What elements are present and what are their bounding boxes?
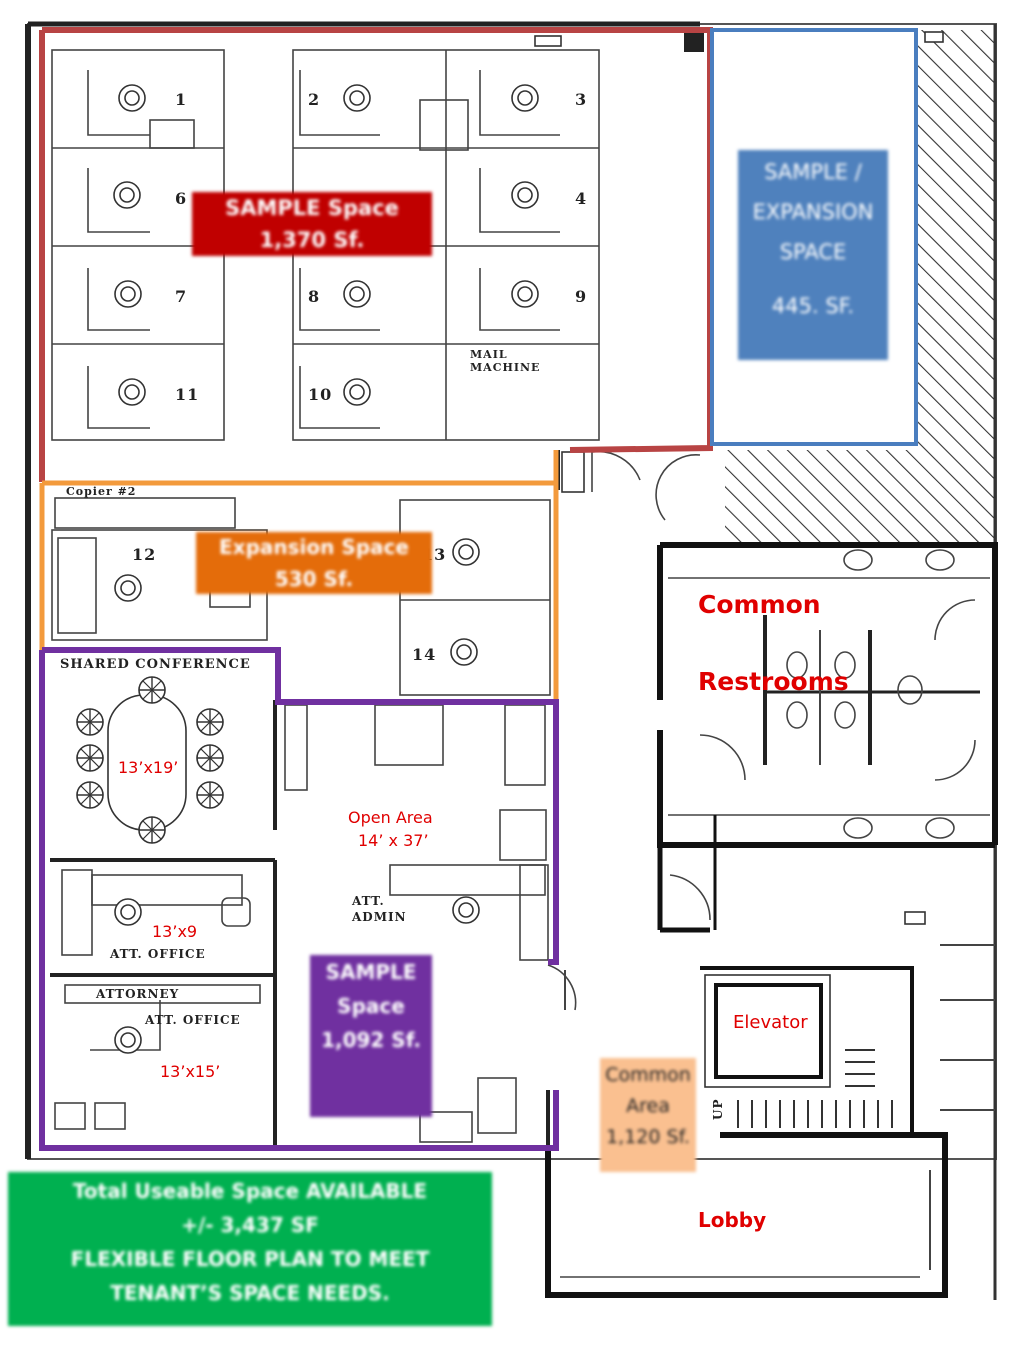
- workstation-cluster: 1 2 3 4 6 7 8 9 10 11 MAIL MACHINE: [51, 49, 600, 441]
- office-size: 13’x9: [152, 922, 198, 941]
- summary-line: FLEXIBLE FLOOR PLAN TO MEET: [70, 1247, 430, 1271]
- zone-area: 1,120 Sf.: [606, 1126, 690, 1148]
- workstation-number: 7: [175, 287, 187, 306]
- expansion-space-blue-outline: [710, 28, 918, 446]
- elevator-stairs: UP: [700, 944, 995, 1135]
- summary-line: Total Useable Space AVAILABLE: [72, 1179, 428, 1203]
- att-admin-label: ADMIN: [351, 910, 407, 924]
- workstation-number: 8: [308, 287, 320, 306]
- sample-space-purple-label: SAMPLE Space 1,092 Sf.: [310, 955, 432, 1117]
- common-restrooms-label: Restrooms: [698, 667, 849, 696]
- zone-name: EXPANSION: [752, 200, 874, 224]
- zone-name: Common: [605, 1064, 691, 1086]
- common-area-label: Common Area 1,120 Sf.: [600, 1058, 696, 1172]
- open-area-label: Open Area: [348, 808, 433, 827]
- workstation-number: 3: [575, 90, 587, 109]
- workstation-number: 10: [308, 385, 332, 404]
- expansion-space-orange-label: Expansion Space 530 Sf.: [196, 532, 432, 594]
- zone-name: SAMPLE Space: [225, 196, 399, 220]
- zone-name: SAMPLE: [325, 960, 417, 984]
- corridor-walls: [546, 450, 926, 1150]
- zone-area: 1,092 Sf.: [321, 1028, 421, 1052]
- up-label: UP: [711, 1099, 725, 1121]
- conference-size: 13’x19’: [118, 758, 179, 777]
- total-space-summary: Total Useable Space AVAILABLE +/- 3,437 …: [8, 1172, 492, 1326]
- zone-name: SAMPLE /: [764, 160, 862, 184]
- att-office-label: ATT. OFFICE: [144, 1013, 241, 1027]
- zone-area: 1,370 Sf.: [259, 228, 365, 252]
- lobby-label: Lobby: [698, 1208, 767, 1232]
- summary-line: +/- 3,437 SF: [181, 1213, 319, 1237]
- office-size: 13’x15’: [160, 1062, 221, 1081]
- workstation-number: 14: [412, 645, 436, 664]
- att-office-label: ATT. OFFICE: [109, 947, 206, 961]
- zone-name: Space: [337, 994, 405, 1018]
- zone-area: 530 Sf.: [274, 567, 354, 591]
- open-area-size: 14’ x 37’: [358, 831, 429, 850]
- elevator-label: Elevator: [733, 1012, 808, 1033]
- zone-name: Area: [626, 1095, 670, 1117]
- conference-room: SHARED CONFERENCE: [50, 657, 277, 862]
- workstation-number: 1: [175, 90, 187, 109]
- expansion-space-orange-outline: [39, 450, 559, 700]
- sample-expansion-blue-label: SAMPLE / EXPANSION SPACE 445. SF.: [738, 150, 888, 360]
- zone-name: SPACE: [779, 240, 847, 264]
- workstation-number: 4: [575, 189, 587, 208]
- attorney-offices: ATT. OFFICE ATTORNEY ATT. OFFICE: [50, 860, 277, 1145]
- workstation-number: 2: [308, 90, 320, 109]
- workstation-number: 6: [175, 189, 187, 208]
- workstation-number: 9: [575, 287, 587, 306]
- open-area-furniture: ATT. ADMIN: [284, 704, 549, 1143]
- mail-machine-label: MAIL: [470, 348, 508, 361]
- workstation-number: 12: [132, 545, 156, 564]
- att-admin-label: ATT.: [351, 894, 385, 908]
- hatched-exterior: [725, 30, 995, 545]
- summary-line: TENANT’S SPACE NEEDS.: [110, 1281, 390, 1305]
- zone-outlines: [39, 27, 918, 1151]
- common-restrooms-label: Common: [698, 590, 821, 619]
- mail-machine-label: MACHINE: [470, 361, 540, 374]
- attorney-label: ATTORNEY: [95, 987, 179, 1001]
- zone-name: Expansion Space: [219, 535, 409, 559]
- workstation-number: 11: [175, 385, 199, 404]
- sample-space-purple-outline: [39, 647, 559, 1151]
- copier-label: Copier #2: [66, 485, 136, 498]
- shared-conference-label: SHARED CONFERENCE: [60, 657, 251, 672]
- lobby-walls: [545, 1132, 948, 1298]
- sample-space-red-label: SAMPLE Space 1,370 Sf.: [192, 192, 432, 256]
- zone-area: 445. SF.: [771, 294, 855, 318]
